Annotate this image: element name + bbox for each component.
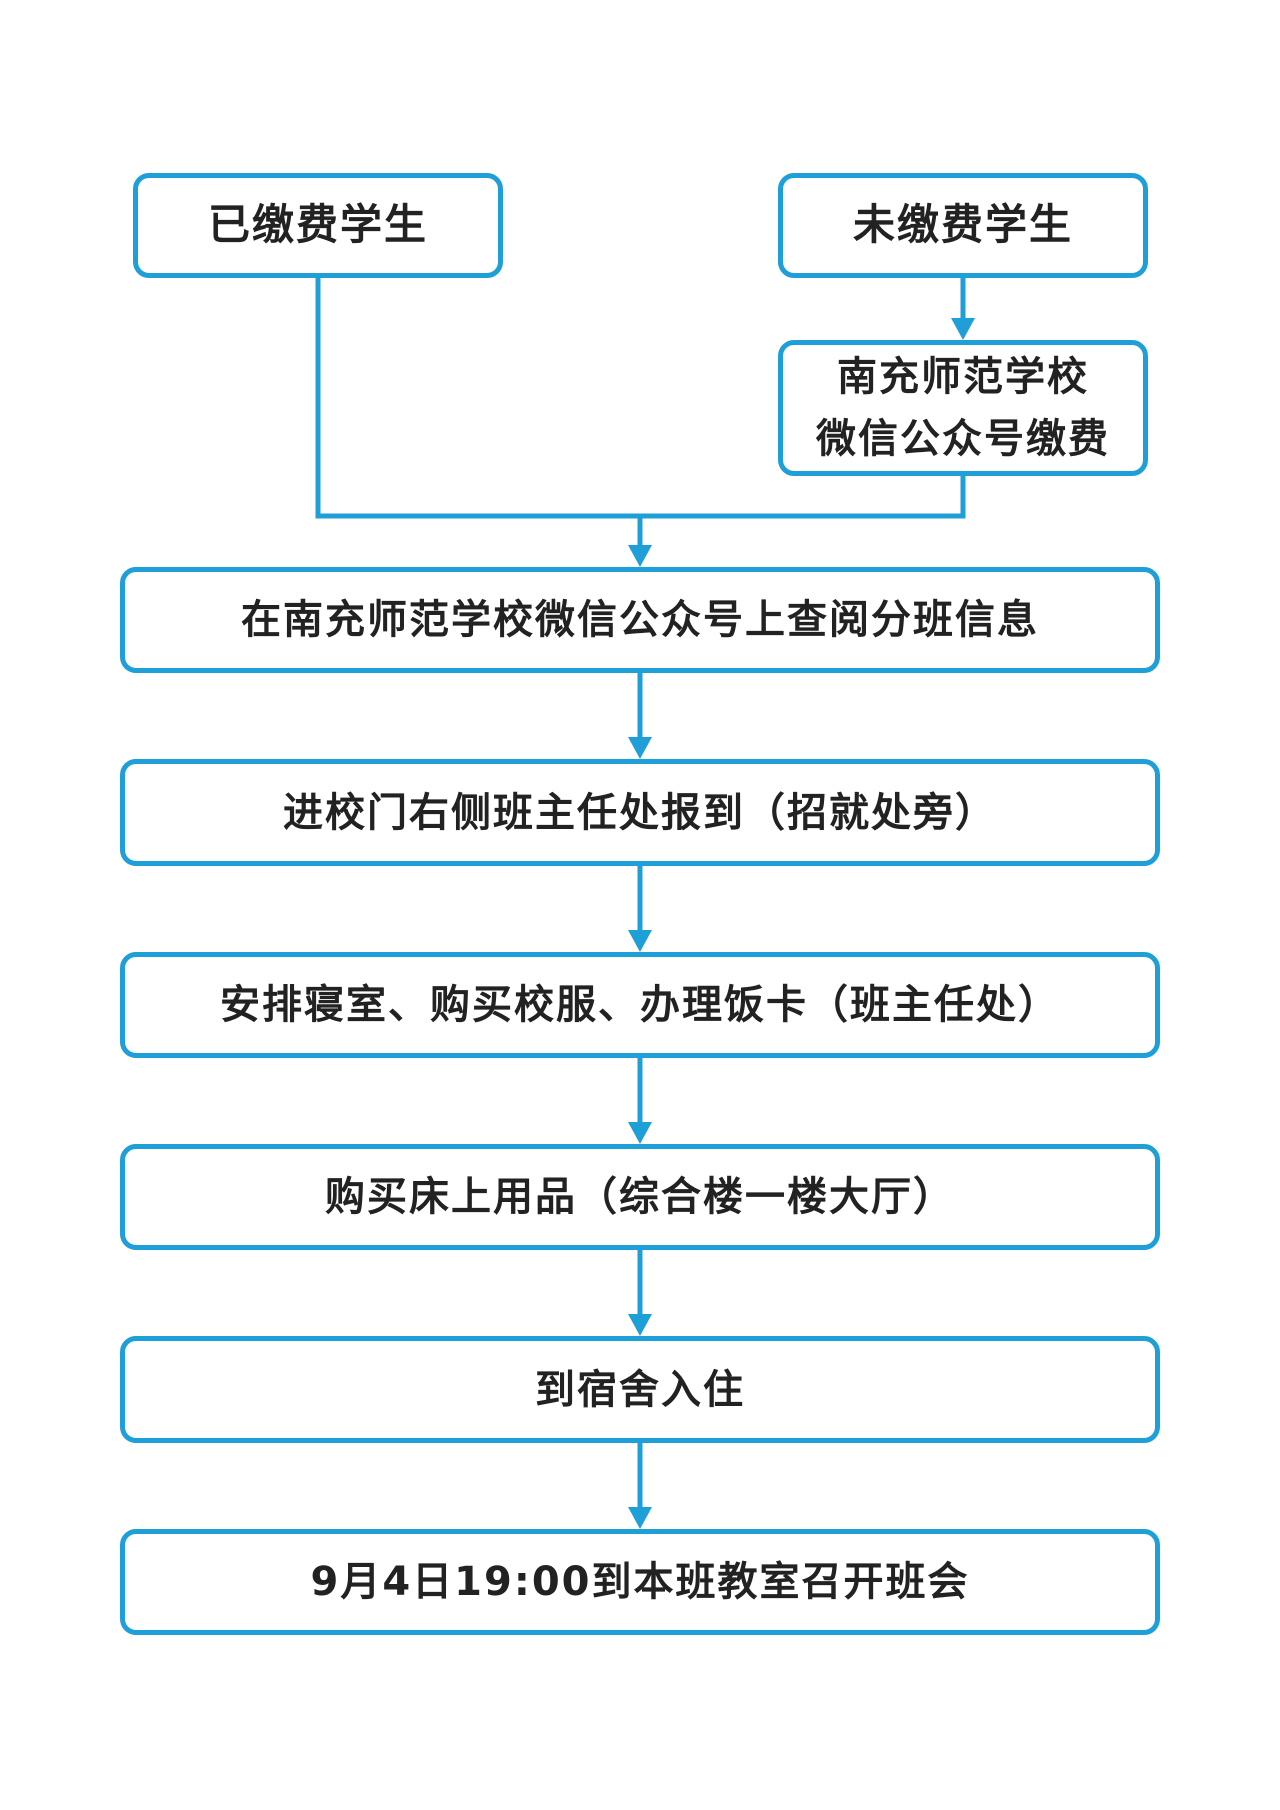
arrowhead-to-step1 [628,545,652,567]
arrowhead-to-step5 [628,1314,652,1336]
step-1-box: 在南充师范学校微信公众号上查阅分班信息 [120,567,1160,673]
paid-students-label: 已缴费学生 [207,200,428,250]
arrowhead-to-step3 [628,930,652,952]
unpaid-students-box: 未缴费学生 [778,173,1148,278]
wechat-payment-line2: 微信公众号缴费 [816,416,1110,462]
arrowhead-to-payment [951,318,975,340]
step-5-box: 到宿舍入住 [120,1336,1160,1443]
step-1-label: 在南充师范学校微信公众号上查阅分班信息 [241,597,1039,643]
step-6-box: 9月4日19:00到本班教室召开班会 [120,1529,1160,1635]
step-2-box: 进校门右侧班主任处报到（招就处旁） [120,759,1160,866]
step-6-label: 9月4日19:00到本班教室召开班会 [310,1559,970,1605]
wechat-payment-box: 南充师范学校 微信公众号缴费 [778,340,1148,476]
step-4-label: 购买床上用品（综合楼一楼大厅） [325,1174,955,1220]
unpaid-students-label: 未缴费学生 [852,200,1073,250]
arrowhead-to-step4 [628,1122,652,1144]
step-5-label: 到宿舍入住 [535,1366,745,1413]
step-3-box: 安排寝室、购买校服、办理饭卡（班主任处） [120,952,1160,1058]
wechat-payment-line1: 南充师范学校 [837,354,1089,400]
step-4-box: 购买床上用品（综合楼一楼大厅） [120,1144,1160,1250]
step-3-label: 安排寝室、购买校服、办理饭卡（班主任处） [220,982,1060,1028]
arrowhead-to-step2 [628,737,652,759]
paid-students-box: 已缴费学生 [133,173,503,278]
arrowhead-to-step6 [628,1507,652,1529]
step-2-label: 进校门右侧班主任处报到（招就处旁） [283,789,997,836]
